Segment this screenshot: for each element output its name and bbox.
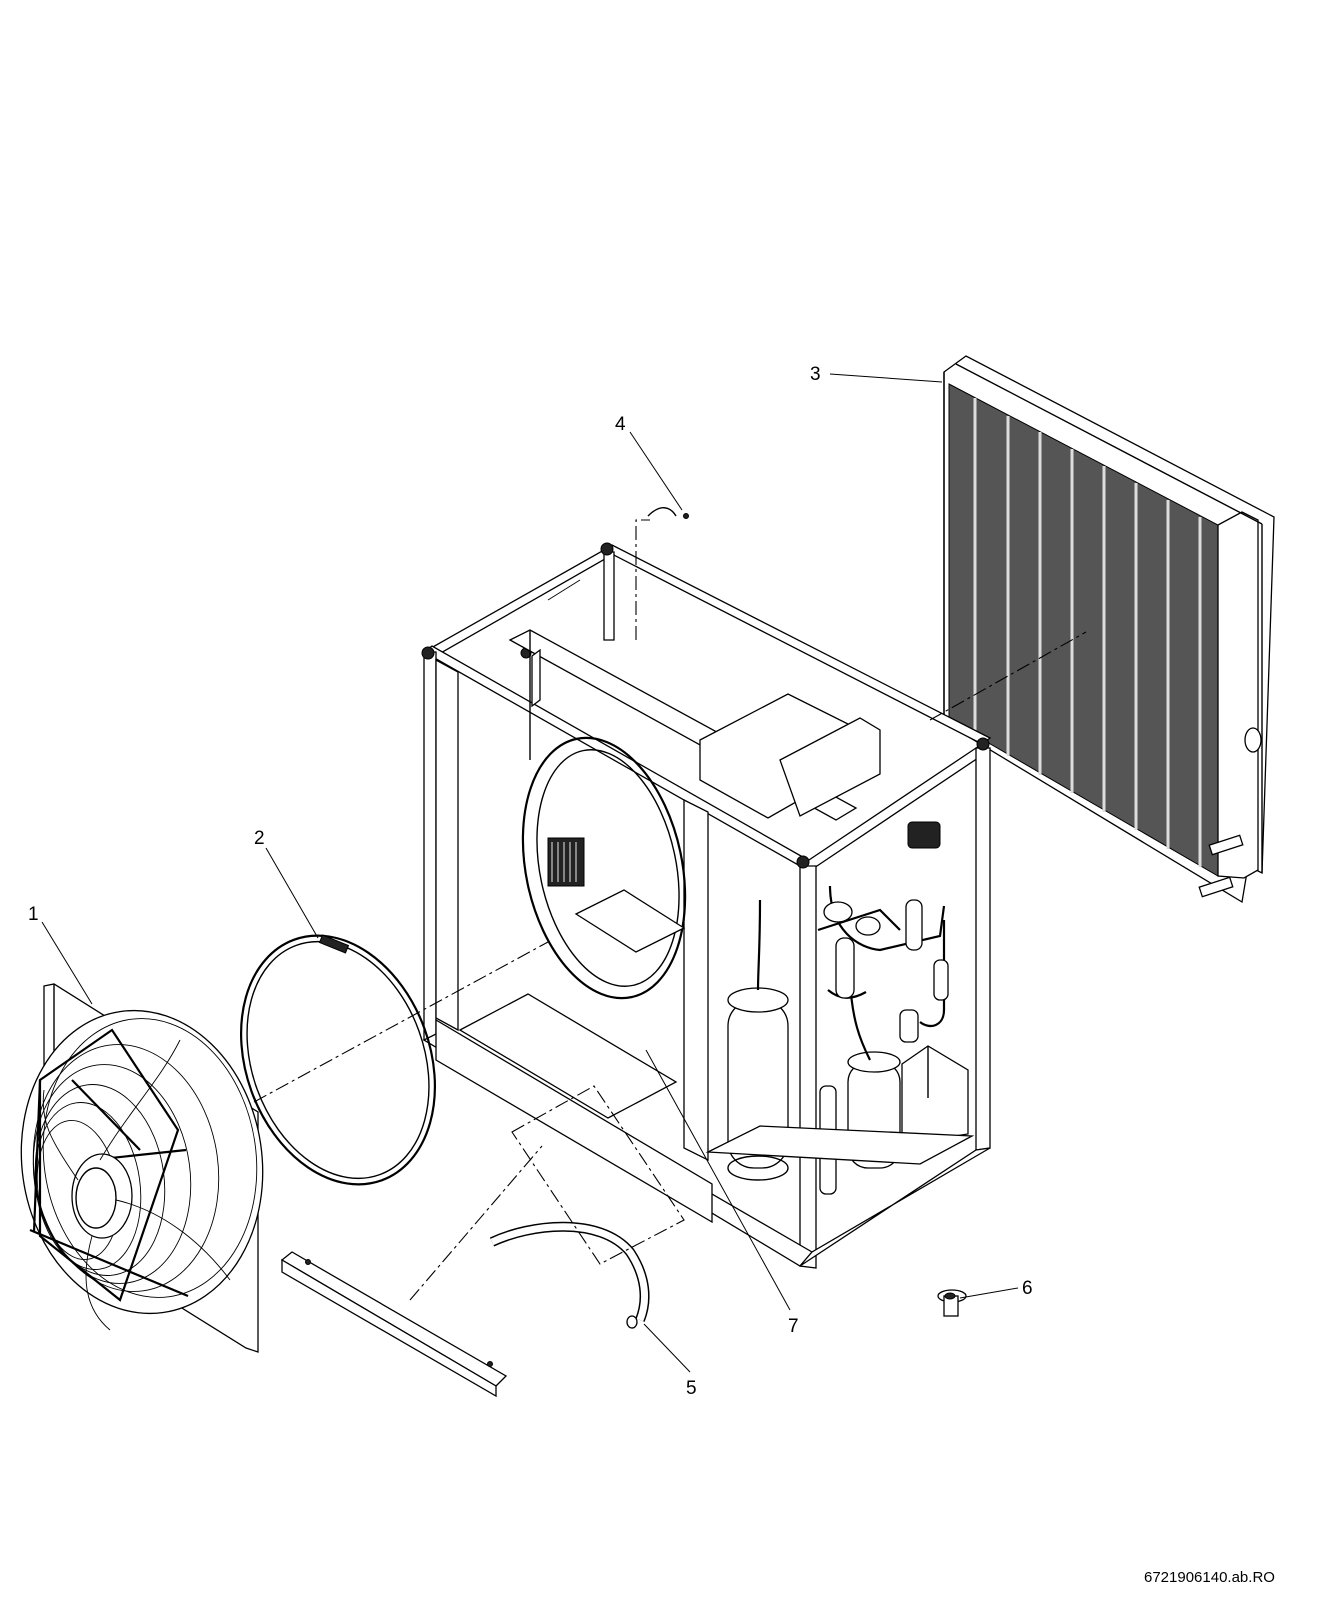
part-1-fan-assembly	[20, 983, 264, 1353]
callout-6: 6	[1022, 1278, 1033, 1299]
part-6-screw	[937, 1289, 967, 1317]
callout-labels: 1 2 3 4 5 6 7	[28, 364, 1033, 1399]
callout-7: 7	[788, 1316, 799, 1337]
callout-2: 2	[254, 828, 265, 849]
part-5-hose	[489, 1221, 650, 1329]
coil-pipe-stubs	[1198, 727, 1262, 898]
part-4-wire-clip	[647, 507, 689, 519]
assembly-lines	[253, 519, 1087, 1301]
fan-bracket-frame	[458, 579, 858, 1119]
callout-leaders	[41, 373, 1019, 1373]
callout-3: 3	[810, 364, 821, 385]
callout-1: 1	[28, 904, 39, 925]
cabinet-frame	[421, 542, 992, 1269]
bottom-rail-bracket	[280, 1251, 508, 1398]
drawing-reference-code: 6721906140.ab.RO	[1144, 1569, 1275, 1586]
callout-4: 4	[615, 414, 626, 435]
part-3-heat-exchanger-coil	[943, 355, 1275, 904]
callout-5: 5	[686, 1378, 697, 1399]
part-2-fan-ring	[239, 934, 437, 1186]
refrigerant-circuit	[699, 693, 975, 1195]
